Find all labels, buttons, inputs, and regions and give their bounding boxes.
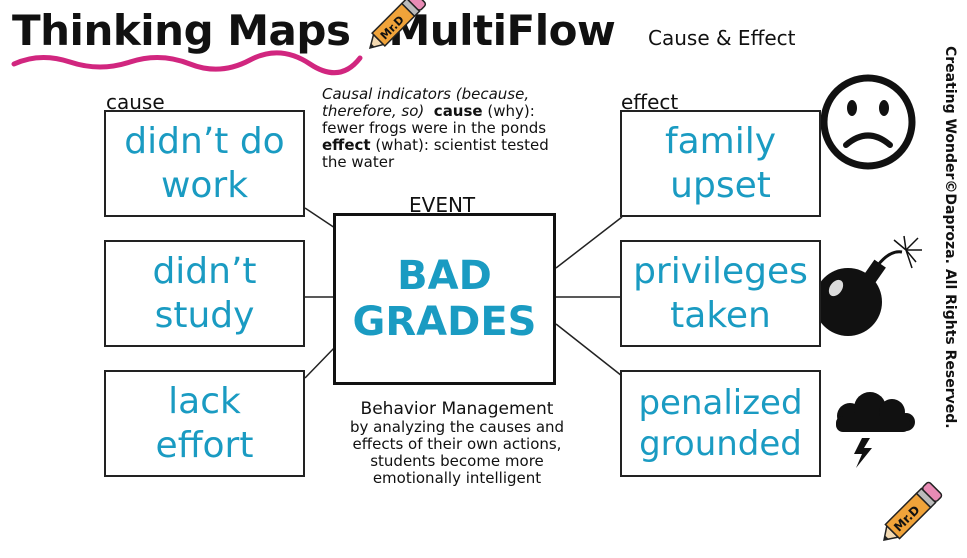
effect-2-line2: taken bbox=[670, 294, 771, 336]
effect-1-line2: upset bbox=[670, 164, 771, 206]
pencil-icon: Mr.D bbox=[368, 0, 427, 50]
effect-2-line1: privileges bbox=[633, 251, 808, 293]
indicators-line5: the water bbox=[322, 153, 395, 171]
indicators-effect-rest: (what): scientist tested bbox=[370, 136, 549, 154]
cause-3-line2: effort bbox=[155, 424, 254, 466]
title-part2: MultiFlow bbox=[388, 6, 616, 55]
copyright-text: Creating Wonder©Daproza. All Rights Rese… bbox=[942, 46, 958, 429]
cause-1-line2: work bbox=[160, 164, 249, 206]
note-line3: students become more bbox=[370, 452, 544, 470]
behavior-note: Behavior Management by analyzing the cau… bbox=[322, 401, 592, 487]
cause-1-line1: didn’t do bbox=[124, 121, 285, 163]
note-heading: Behavior Management bbox=[360, 399, 554, 419]
indicators-line3: fewer frogs were in the ponds bbox=[322, 119, 547, 137]
effect-3-line2: grounded bbox=[639, 423, 802, 464]
connector-effect-3 bbox=[555, 323, 623, 377]
bomb-icon bbox=[814, 235, 922, 336]
note-line4: emotionally intelligent bbox=[372, 469, 542, 487]
indicators-effect-word: effect bbox=[322, 136, 371, 154]
causal-indicators: Causal indicators (because, therefore, s… bbox=[322, 86, 602, 171]
indicators-line1: Causal indicators (because, bbox=[322, 85, 530, 103]
page-title: Thinking Maps MultiFlow bbox=[12, 6, 616, 55]
cause-2-line1: didn’t bbox=[152, 251, 257, 293]
indicators-cause-rest: (why): bbox=[482, 102, 535, 120]
effect-3-line1: penalized bbox=[638, 382, 803, 423]
cause-3-line1: lack bbox=[168, 381, 241, 423]
pencil-icon-corner: Mr.D bbox=[883, 481, 943, 541]
effect-1-line1: family bbox=[664, 121, 777, 163]
connector-effect-1 bbox=[555, 216, 623, 269]
connector-cause-3 bbox=[304, 344, 338, 379]
title-part1: Thinking Maps bbox=[12, 6, 351, 55]
sad-face-icon bbox=[820, 74, 916, 170]
title-underline bbox=[11, 50, 363, 76]
storm-cloud-icon bbox=[836, 392, 915, 468]
indicators-cause-word: cause bbox=[433, 102, 483, 120]
note-line1: by analyzing the causes and bbox=[349, 418, 565, 436]
note-line2: effects of their own actions, bbox=[352, 435, 562, 453]
connector-cause-1 bbox=[304, 207, 336, 229]
event-line2: GRADES bbox=[352, 299, 537, 345]
cause-2-line2: study bbox=[154, 294, 255, 336]
event-line1: BAD bbox=[397, 253, 492, 299]
indicators-line2: therefore, so) bbox=[322, 102, 425, 120]
subtitle: Cause & Effect bbox=[648, 26, 796, 50]
